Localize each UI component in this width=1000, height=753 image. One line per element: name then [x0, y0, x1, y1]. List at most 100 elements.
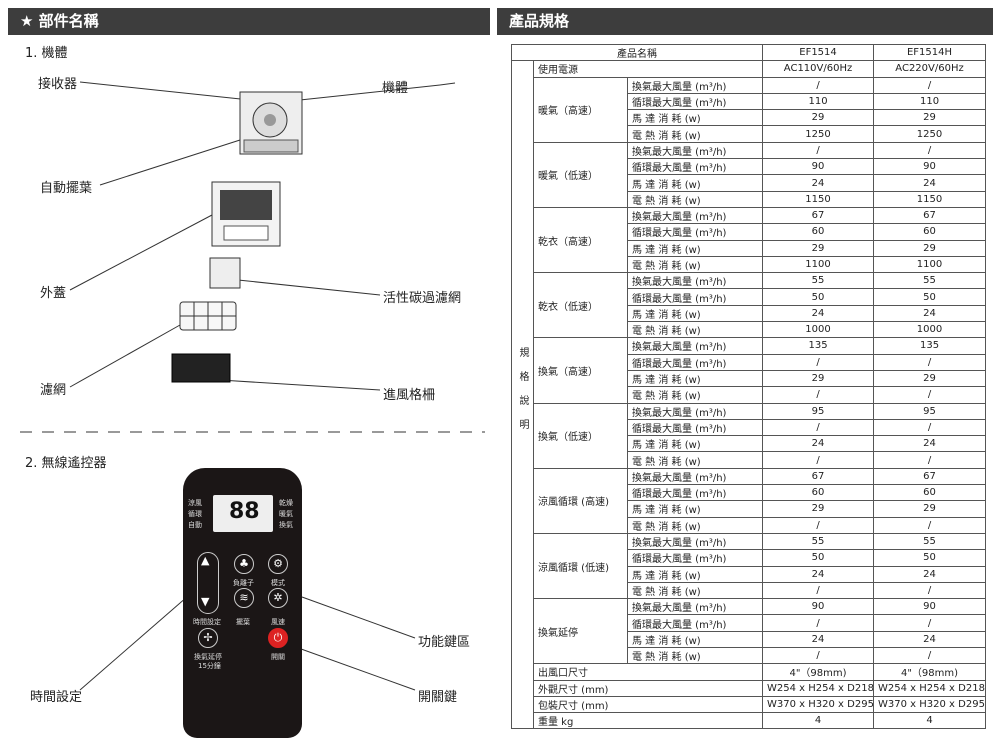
table-cell: 60 — [762, 223, 875, 241]
filter-image — [179, 301, 237, 331]
table-cell: 1250 — [873, 125, 987, 143]
table-cell: 1150 — [873, 190, 987, 208]
swing-button[interactable]: ≋ — [234, 588, 254, 608]
mode-label: 模式 — [271, 579, 285, 587]
table-cell: 50 — [873, 549, 987, 567]
table-cell: / — [762, 451, 875, 469]
table-cell: 55 — [762, 532, 875, 551]
unit-body-image — [239, 91, 303, 155]
speed-label: 風速 — [271, 618, 285, 626]
sub-label: 電 熱 消 耗 (w) — [626, 516, 764, 534]
table-cell: W370 x H320 x D295 — [873, 695, 987, 714]
table-cell: / — [873, 76, 987, 94]
sub-label: 馬 達 消 耗 (w) — [626, 304, 764, 323]
sub-label: 換氣最大風量 (m³/h) — [626, 141, 764, 160]
table-cell: / — [873, 581, 987, 600]
table-cell: W370 x H320 x D295 — [762, 695, 875, 714]
table-cell: 1100 — [873, 255, 987, 274]
table-cell: / — [873, 646, 987, 665]
sub-label: 循環最大風量 (m³/h) — [626, 484, 764, 502]
footer-label: 出風口尺寸 — [532, 663, 764, 681]
table-cell: 24 — [762, 174, 875, 192]
parts-header: ★ 部件名稱 — [8, 8, 490, 35]
table-cell: 24 — [762, 435, 875, 453]
table-cell: 1250 — [762, 125, 875, 143]
sub-label: 循環最大風量 (m³/h) — [626, 418, 764, 437]
sub-label: 循環最大風量 (m³/h) — [626, 288, 764, 306]
table-cell: 24 — [762, 304, 875, 323]
power-button[interactable]: ⏻ — [268, 628, 288, 648]
fan-delay-button[interactable]: ✢ — [198, 628, 218, 648]
group-label: 暖氣（高速） — [533, 76, 628, 143]
table-cell: 90 — [873, 598, 987, 616]
anion-button[interactable]: ♣ — [234, 554, 254, 574]
table-cell: 24 — [762, 565, 875, 583]
label-time-setting: 時間設定 — [30, 690, 83, 705]
table-row: 循環最大風量 (m³/h)// — [512, 353, 987, 371]
label-function-keys: 功能鍵區 — [418, 635, 471, 650]
down-arrow-icon[interactable]: ▼ — [201, 595, 210, 608]
carbon-filter-image — [209, 257, 241, 289]
timer-rocker[interactable] — [197, 552, 219, 614]
group-label: 乾衣（低速） — [533, 272, 628, 339]
mode-button[interactable]: ⚙ — [268, 554, 288, 574]
table-row: 暖氣（低速）換氣最大風量 (m³/h)// — [512, 141, 987, 208]
sub-label: 馬 達 消 耗 (w) — [626, 239, 764, 257]
sub-label: 電 熱 消 耗 (w) — [626, 386, 764, 404]
sub-label: 電 熱 消 耗 (w) — [626, 255, 764, 274]
sub-label: 馬 達 消 耗 (w) — [626, 369, 764, 388]
sub-label: 換氣最大風量 (m³/h) — [626, 272, 764, 290]
label-cover: 外蓋 — [40, 286, 67, 301]
remote-left-modes: 涼風循環自動 — [188, 499, 202, 529]
table-cell: 4"（98mm) — [873, 663, 987, 681]
sub-label: 換氣最大風量 (m³/h) — [626, 467, 764, 486]
table-cell: / — [873, 451, 987, 469]
table-row: 電 熱 消 耗 (w)// — [512, 451, 987, 469]
sub-label: 循環最大風量 (m³/h) — [626, 158, 764, 176]
sub-label: 換氣最大風量 (m³/h) — [626, 76, 764, 94]
label-carbon-filter: 活性碳過濾網 — [383, 291, 462, 306]
sub-label: 電 熱 消 耗 (w) — [626, 190, 764, 208]
table-cell: / — [762, 646, 875, 665]
table-cell: / — [873, 386, 987, 404]
table-cell: 1100 — [762, 255, 875, 274]
table-cell: 29 — [762, 239, 875, 257]
swing-label: 擺葉 — [236, 618, 250, 626]
anion-label: 負離子 — [233, 579, 254, 587]
table-cell: / — [762, 581, 875, 600]
table-cell: 60 — [873, 484, 987, 502]
remote-right-modes: 乾燥暖氣換氣 — [279, 499, 293, 529]
table-cell: 90 — [873, 158, 987, 176]
sub-label: 馬 達 消 耗 (w) — [626, 500, 764, 518]
cover-image — [211, 181, 281, 247]
group-label: 換氣（高速） — [533, 337, 628, 404]
remote-control: 涼風循環自動 88 乾燥暖氣換氣 ▲ ▼ ♣ 負離子 ⚙ 模式 ≋ ✲ 時間設定… — [183, 468, 302, 738]
table-cell: AC110V/60Hz — [762, 60, 875, 78]
section1-title: 1. 機體 — [25, 46, 68, 61]
table-cell: / — [873, 614, 987, 632]
sub-label: 馬 達 消 耗 (w) — [626, 565, 764, 583]
up-arrow-icon[interactable]: ▲ — [201, 554, 210, 567]
table-cell: / — [762, 516, 875, 534]
table-cell: 29 — [762, 500, 875, 518]
table-cell: 67 — [873, 467, 987, 486]
table-cell: / — [762, 353, 875, 371]
table-cell: 60 — [762, 484, 875, 502]
sub-label: 循環最大風量 (m³/h) — [626, 223, 764, 241]
table-cell: / — [873, 353, 987, 371]
speed-button[interactable]: ✲ — [268, 588, 288, 608]
table-cell: 135 — [873, 337, 987, 355]
remote-display: 88 — [229, 499, 260, 524]
table-cell: 1000 — [873, 321, 987, 339]
